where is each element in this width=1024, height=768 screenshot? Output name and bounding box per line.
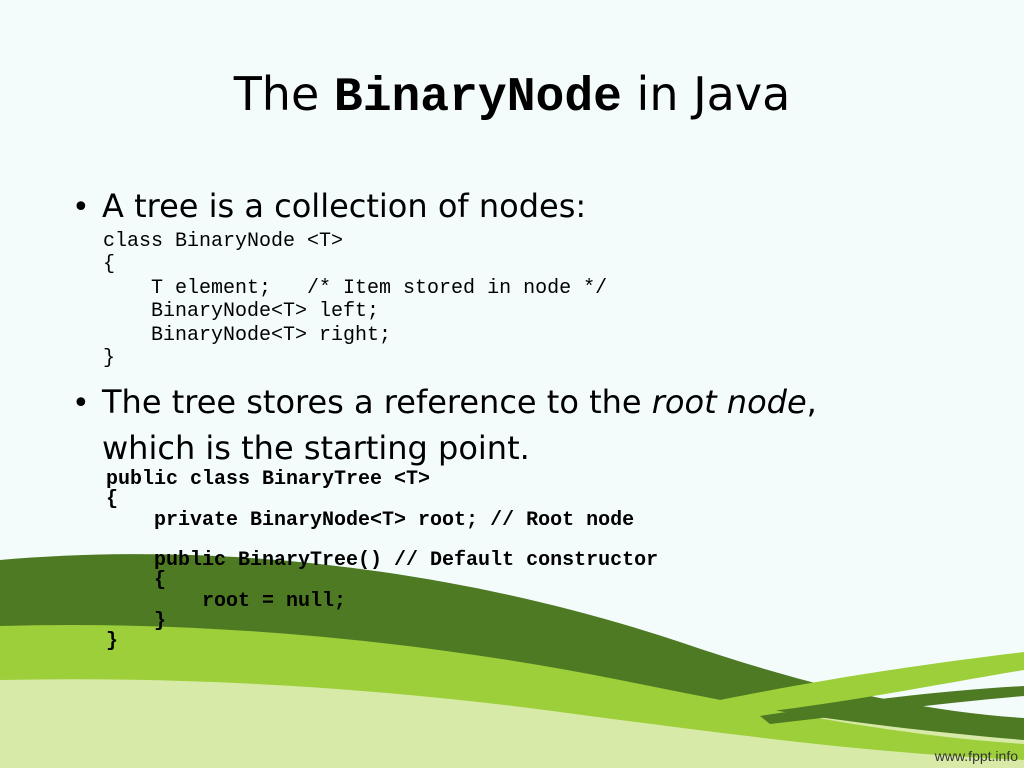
code-line: } (103, 347, 116, 371)
code-line: public class BinaryTree <T> (106, 468, 431, 491)
code-line: { (103, 253, 116, 277)
code-line: T element; /* Item stored in node */ (103, 276, 608, 300)
bullet-item-1: • A tree is a collection of nodes: (72, 184, 586, 230)
code-line: private BinaryNode<T> root; // Root node (106, 508, 635, 532)
code-block-binarynode: class BinaryNode <T>{ T element; /* Item… (103, 230, 607, 370)
code-line: class BinaryNode <T> (103, 230, 344, 253)
bullet-2-line-2: which is the starting point. (102, 429, 530, 467)
bullet-item-2: • The tree stores a reference to the root… (72, 380, 817, 470)
bullet-2-text-after: , (806, 383, 817, 421)
code-line: BinaryNode<T> right; (103, 323, 392, 347)
dark-green-thin-swoosh (760, 686, 1024, 724)
code-line: root = null; (106, 589, 347, 613)
title-code: BinaryNode (333, 71, 622, 125)
bullet-2-emphasis: root node (651, 383, 807, 421)
code-line: { (106, 569, 167, 593)
code-block-binarytree: public class BinaryTree <T>{ private Bin… (106, 468, 659, 654)
title-suffix: in Java (621, 67, 791, 121)
bullet-1-text: A tree is a collection of nodes: (102, 187, 587, 225)
code-line (106, 531, 658, 551)
light-green-upper-swoosh (720, 652, 1024, 716)
code-line: BinaryNode<T> left; (103, 300, 380, 324)
bullet-dot-icon: • (72, 190, 90, 225)
bullet-dot-icon: • (72, 386, 90, 421)
code-line: public BinaryTree() // Default construct… (106, 549, 659, 573)
code-line: } (106, 630, 119, 654)
slide-title: The BinaryNode in Java (0, 62, 1024, 130)
bullet-2-text-before: The tree stores a reference to the (102, 383, 652, 421)
code-line: } (106, 610, 167, 634)
footer-watermark: www.fppt.info (934, 748, 1018, 764)
code-line: { (106, 488, 119, 512)
light-green-swoosh (0, 624, 1024, 760)
title-prefix: The (233, 67, 334, 121)
